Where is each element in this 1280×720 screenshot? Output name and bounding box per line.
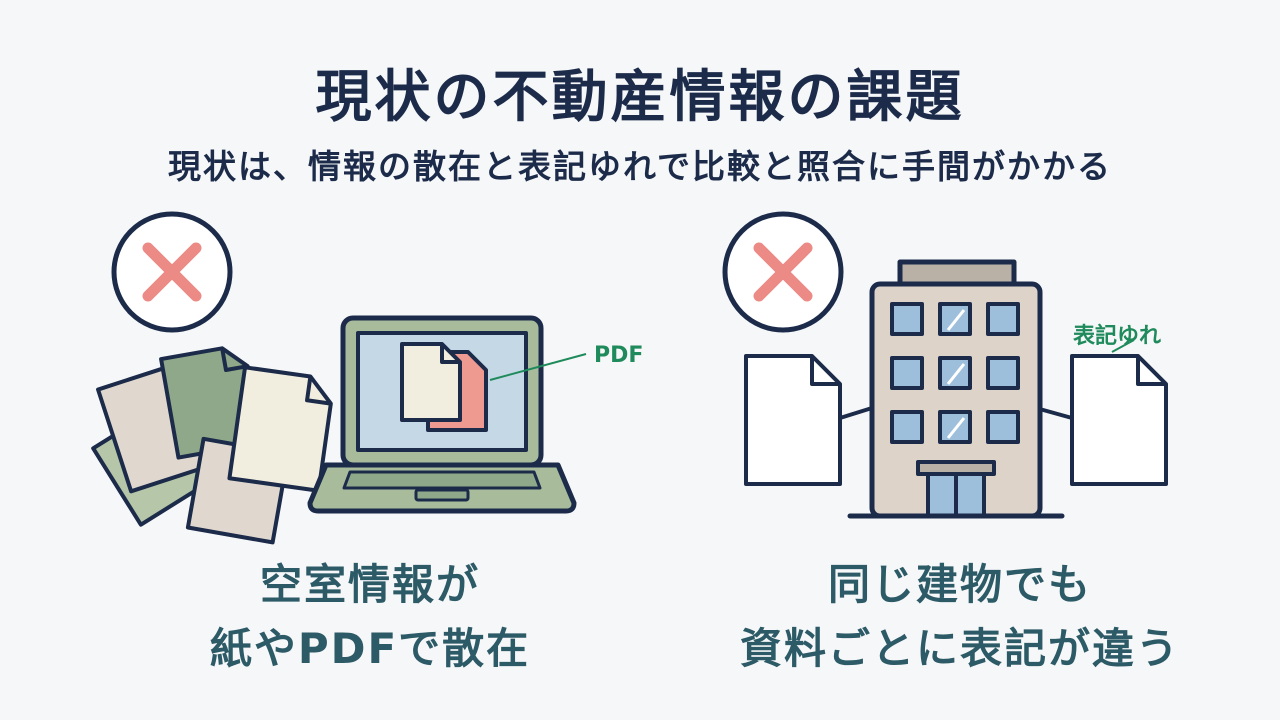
document-left-icon xyxy=(744,354,842,486)
right-caption-line2: 資料ごとに表記が違う xyxy=(739,624,1180,673)
building-icon xyxy=(847,259,1065,519)
page-title: 現状の不動産情報の課題 xyxy=(315,65,965,130)
left-caption-line1: 空室情報が xyxy=(259,560,480,609)
pdf-label-leader xyxy=(489,353,587,381)
document-right-icon xyxy=(1070,354,1168,486)
left-caption-line2: 紙やPDFで散在 xyxy=(209,624,531,673)
x-mark-icon xyxy=(111,211,233,333)
pdf-document-icon xyxy=(400,342,488,432)
right-caption: 同じ建物でも 資料ごとに表記が違う xyxy=(700,553,1220,681)
left-caption: 空室情報が 紙やPDFで散在 xyxy=(120,553,620,681)
x-mark-icon xyxy=(722,211,844,333)
scattered-papers-icon xyxy=(91,346,333,545)
right-caption-line1: 同じ建物でも xyxy=(827,560,1092,609)
notation-variation-label: 表記ゆれ xyxy=(1073,324,1162,349)
pdf-label: PDF xyxy=(594,343,644,368)
variation-label-leader xyxy=(1111,339,1135,353)
page-subtitle: 現状は、情報の散在と表記ゆれで比較と照合に手間がかかる xyxy=(167,147,1112,186)
